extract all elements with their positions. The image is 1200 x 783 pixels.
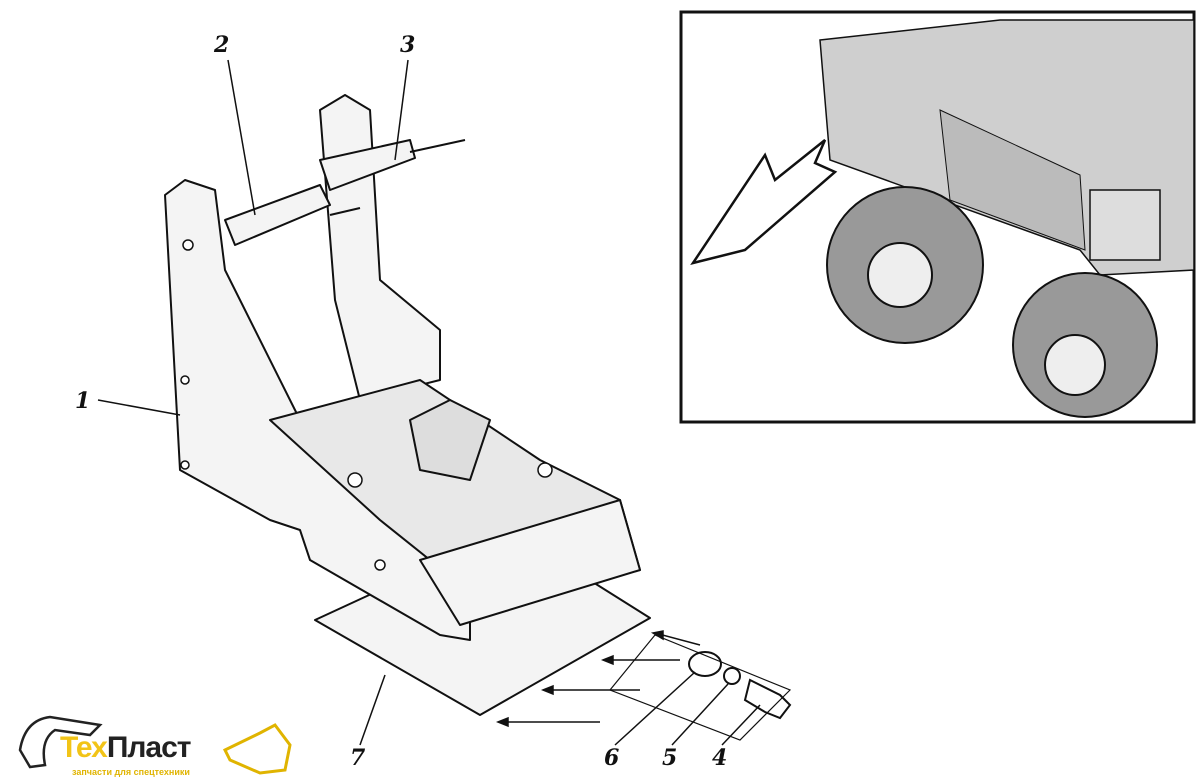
- vehicle-side-panel: [939, 109, 1086, 251]
- leader-line-4: [721, 704, 761, 746]
- callout-2: 2: [214, 32, 230, 58]
- front-wheel-hub: [867, 242, 933, 308]
- leader-line-1: [97, 399, 181, 416]
- assembly-arrow-head: [600, 654, 614, 666]
- leader-line-6: [614, 671, 696, 746]
- logo-name: ТехПласт: [60, 731, 191, 765]
- logo-tagline: запчасти для спецтехники: [72, 767, 190, 777]
- fastener-group-outline: [609, 634, 792, 741]
- leader-line-2: [227, 59, 256, 216]
- callout-3: 3: [400, 32, 416, 58]
- techplast-logo: ТехПласт запчасти для спецтехники: [10, 705, 300, 780]
- headlight: [1089, 189, 1161, 261]
- bolt: [743, 678, 792, 720]
- brace-left-rod: [329, 207, 361, 216]
- mounting-hole: [180, 460, 190, 470]
- inset-view: [679, 10, 1196, 424]
- pointer-arrow: [690, 139, 838, 265]
- mounting-hole: [537, 462, 553, 478]
- right-tower: [319, 94, 441, 401]
- leader-line-5: [671, 683, 729, 746]
- leader-line-7: [359, 674, 386, 746]
- mounting-hole: [182, 239, 194, 251]
- excavator-bucket-icon: [18, 715, 292, 775]
- brace-right-rod: [409, 139, 466, 153]
- assembly-arrow-head: [540, 684, 554, 696]
- callout-4: 4: [712, 745, 728, 771]
- callout-1: 1: [75, 388, 91, 414]
- bucket-outline-dark: [18, 715, 103, 769]
- rear-wheel-hub: [1044, 334, 1106, 396]
- mounting-hole: [347, 472, 363, 488]
- leader-line-3: [394, 59, 409, 161]
- seat-box: [409, 399, 491, 481]
- callout-6: 6: [604, 745, 620, 771]
- logo-name-part2: Пласт: [106, 731, 192, 764]
- assembly-arrow-head: [495, 716, 509, 728]
- callout-5: 5: [662, 745, 678, 771]
- mounting-hole: [374, 559, 386, 571]
- assembly-arrow-head: [650, 630, 664, 641]
- bucket-outline-yellow: [222, 723, 292, 775]
- lock-washer: [723, 667, 741, 685]
- front-cross-member: [419, 499, 641, 626]
- callout-7: 7: [350, 745, 366, 771]
- brace-right: [319, 139, 416, 191]
- logo-name-part1: Тех: [60, 731, 108, 764]
- mounting-hole: [180, 375, 190, 385]
- brace-left: [224, 184, 331, 246]
